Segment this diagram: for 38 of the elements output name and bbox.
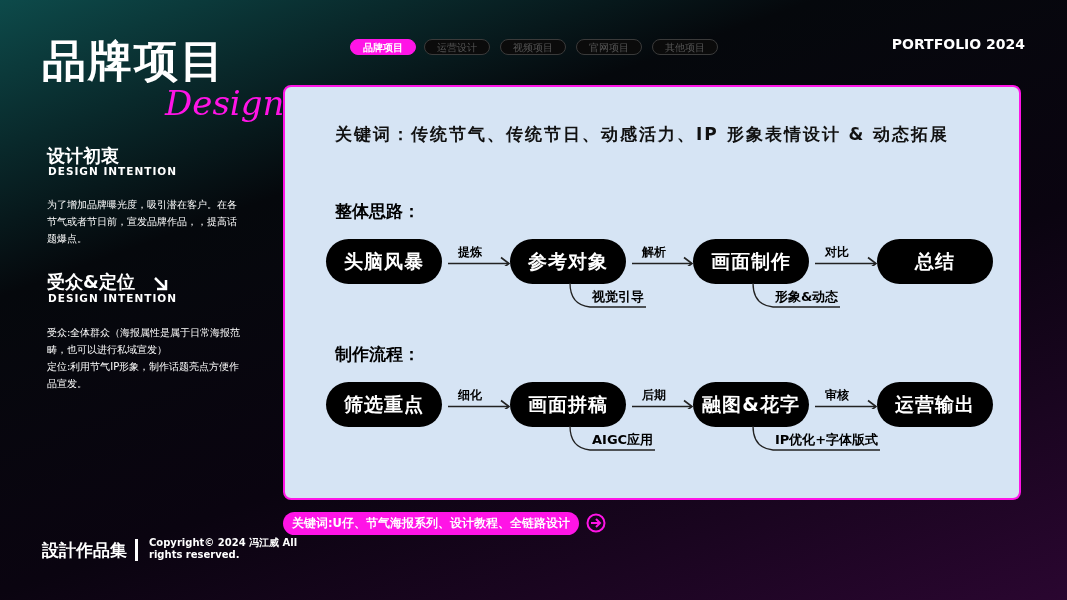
paragraph-text: 定位:利用节气IP形象，制作话题亮点方便作品宣发。 <box>47 360 241 391</box>
copyright-text: Copyright© 2024 冯江威 All rights reserved. <box>149 537 299 561</box>
annotation-text: IP优化+字体版式 <box>775 432 879 448</box>
annotation-text: AIGC应用 <box>592 432 654 448</box>
keyword-text: 关键词：传统节气、传统节日、动感活力、IP 形象表情设计 & 动态拓展 <box>335 123 950 146</box>
process-pill: 融图&花字 <box>693 382 809 427</box>
section-subheading: DESIGN INTENTION <box>48 292 178 304</box>
edge-label: 后期 <box>640 387 668 402</box>
nav-tab: 官网项目 <box>576 39 642 55</box>
edge-label: 对比 <box>823 244 851 259</box>
edge-label: 提炼 <box>456 244 484 259</box>
keyword-tag: 关键词:U仔、节气海报系列、设计教程、全链路设计 <box>283 512 579 535</box>
nav-tab: 其他项目 <box>652 39 718 55</box>
annotation-text: 视觉引导 <box>592 289 644 305</box>
edge-label: 细化 <box>456 387 484 402</box>
process-pill: 画面拼稿 <box>510 382 626 427</box>
nav-tab: 运营设计 <box>424 39 490 55</box>
paragraph-text: 受众:全体群众（海报属性是属于日常海报范畴，也可以进行私域宣发） <box>47 326 242 357</box>
edge-label: 审核 <box>823 387 851 402</box>
process-pill: 运营输出 <box>877 382 993 427</box>
collection-title: 設計作品集 <box>42 539 138 561</box>
nav-tab: 视频项目 <box>500 39 566 55</box>
flow-heading: 制作流程： <box>335 343 420 366</box>
nav-tab: 品牌项目 <box>350 39 416 55</box>
section-heading: 受众&定位 <box>47 270 135 294</box>
section-heading: 设计初衷 <box>47 144 119 167</box>
annotation-text: 形象&动态 <box>775 289 839 305</box>
process-pill: 参考对象 <box>510 239 626 284</box>
process-pill: 头脑风暴 <box>326 239 442 284</box>
process-pill: 总结 <box>877 239 993 284</box>
process-pill: 画面制作 <box>693 239 809 284</box>
process-pill: 筛选重点 <box>326 382 442 427</box>
section-subheading: DESIGN INTENTION <box>48 165 178 177</box>
edge-label: 解析 <box>640 244 668 259</box>
paragraph-text: 为了增加品牌曝光度，吸引潜在客户。在各节气或者节日前，宣发品牌作品，，提高话题爆点。 <box>47 198 238 246</box>
flow-heading: 整体思路： <box>335 200 420 223</box>
content-panel <box>283 85 1021 500</box>
portfolio-text: PORTFOLIO 2024 <box>891 36 1025 52</box>
